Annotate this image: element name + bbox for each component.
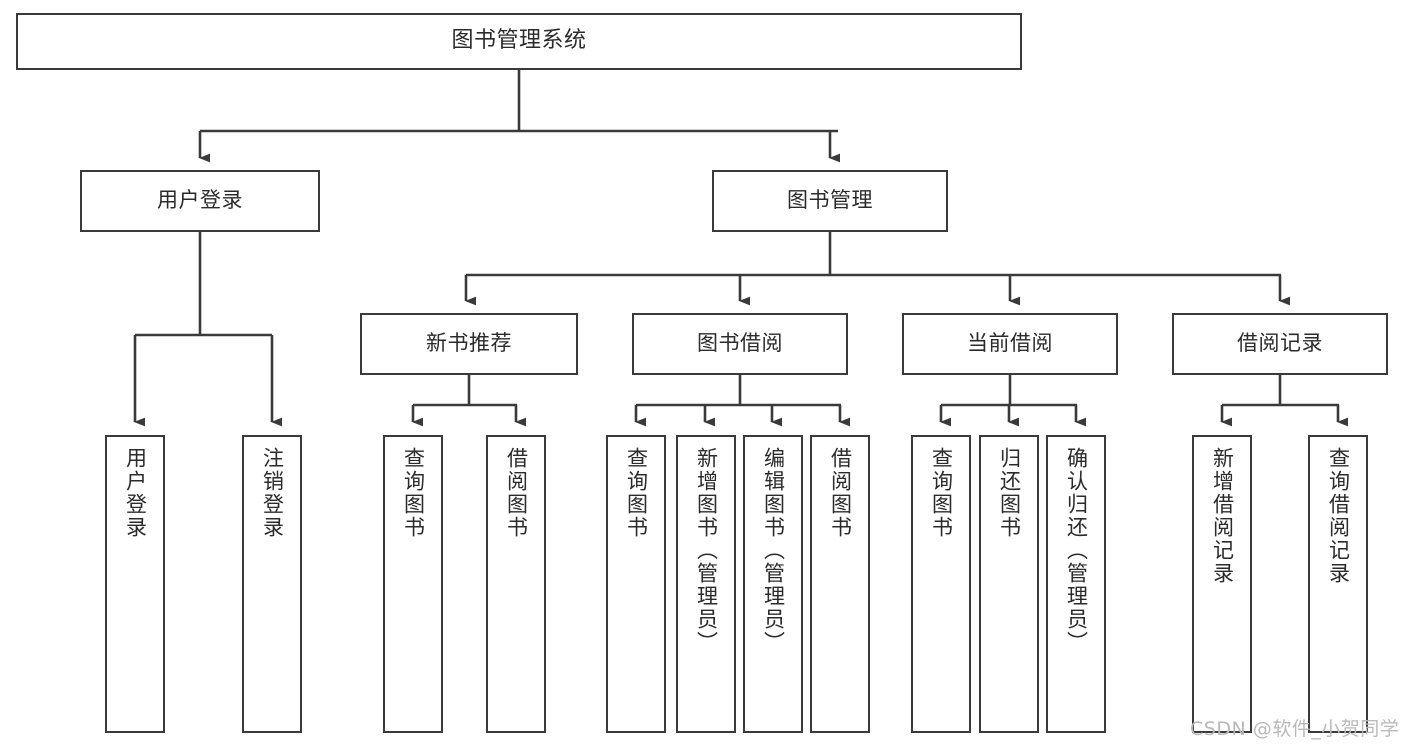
leaf-borrow-book-1-label: 借阅图书 (504, 447, 529, 539)
node-book-manage-label: 图书管理 (787, 188, 873, 213)
node-borrow-record[interactable]: 借阅记录 (1172, 313, 1388, 375)
node-new-book-rec[interactable]: 新书推荐 (360, 313, 578, 375)
csdn-watermark: CSDN @软件_小贺同学 (1190, 718, 1400, 740)
leaf-borrow-book-2[interactable]: 借阅图书 (810, 435, 870, 733)
leaf-user-logout[interactable]: 注销登录 (242, 435, 302, 733)
leaf-query-book-1[interactable]: 查询图书 (383, 435, 443, 733)
node-book-manage[interactable]: 图书管理 (712, 170, 948, 232)
node-user-login-label: 用户登录 (157, 188, 243, 213)
leaf-query-book-2[interactable]: 查询图书 (606, 435, 666, 733)
leaf-query-book-1-label: 查询图书 (401, 447, 426, 539)
leaf-return-book[interactable]: 归还图书 (979, 435, 1039, 733)
leaf-edit-book-label: 编辑图书（管理员） (761, 447, 786, 654)
node-book-borrow[interactable]: 图书借阅 (632, 313, 848, 375)
leaf-query-book-3-label: 查询图书 (929, 447, 954, 539)
leaf-query-record-label: 查询借阅记录 (1326, 447, 1351, 585)
node-user-login[interactable]: 用户登录 (80, 170, 320, 232)
leaf-borrow-book-1[interactable]: 借阅图书 (486, 435, 546, 733)
leaf-user-login[interactable]: 用户登录 (105, 435, 165, 733)
leaf-borrow-book-2-label: 借阅图书 (828, 447, 853, 539)
node-new-book-rec-label: 新书推荐 (426, 331, 512, 356)
node-borrow-record-label: 借阅记录 (1237, 331, 1323, 356)
leaf-user-login-label: 用户登录 (123, 447, 148, 539)
leaf-query-book-3[interactable]: 查询图书 (911, 435, 971, 733)
leaf-query-book-2-label: 查询图书 (624, 447, 649, 539)
node-root[interactable]: 图书管理系统 (16, 13, 1022, 70)
node-current-borrow[interactable]: 当前借阅 (902, 313, 1118, 375)
leaf-query-record[interactable]: 查询借阅记录 (1308, 435, 1368, 733)
leaf-add-record[interactable]: 新增借阅记录 (1192, 435, 1252, 733)
node-root-label: 图书管理系统 (451, 28, 587, 54)
leaf-add-record-label: 新增借阅记录 (1210, 447, 1235, 585)
leaf-add-book-label: 新增图书（管理员） (694, 447, 719, 654)
leaf-return-book-label: 归还图书 (997, 447, 1022, 539)
leaf-edit-book[interactable]: 编辑图书（管理员） (743, 435, 803, 733)
node-book-borrow-label: 图书借阅 (697, 331, 783, 356)
leaf-confirm-return-label: 确认归还（管理员） (1064, 447, 1089, 654)
node-current-borrow-label: 当前借阅 (967, 331, 1053, 356)
leaf-user-logout-label: 注销登录 (260, 447, 285, 539)
leaf-add-book[interactable]: 新增图书（管理员） (676, 435, 736, 733)
leaf-confirm-return[interactable]: 确认归还（管理员） (1046, 435, 1106, 733)
